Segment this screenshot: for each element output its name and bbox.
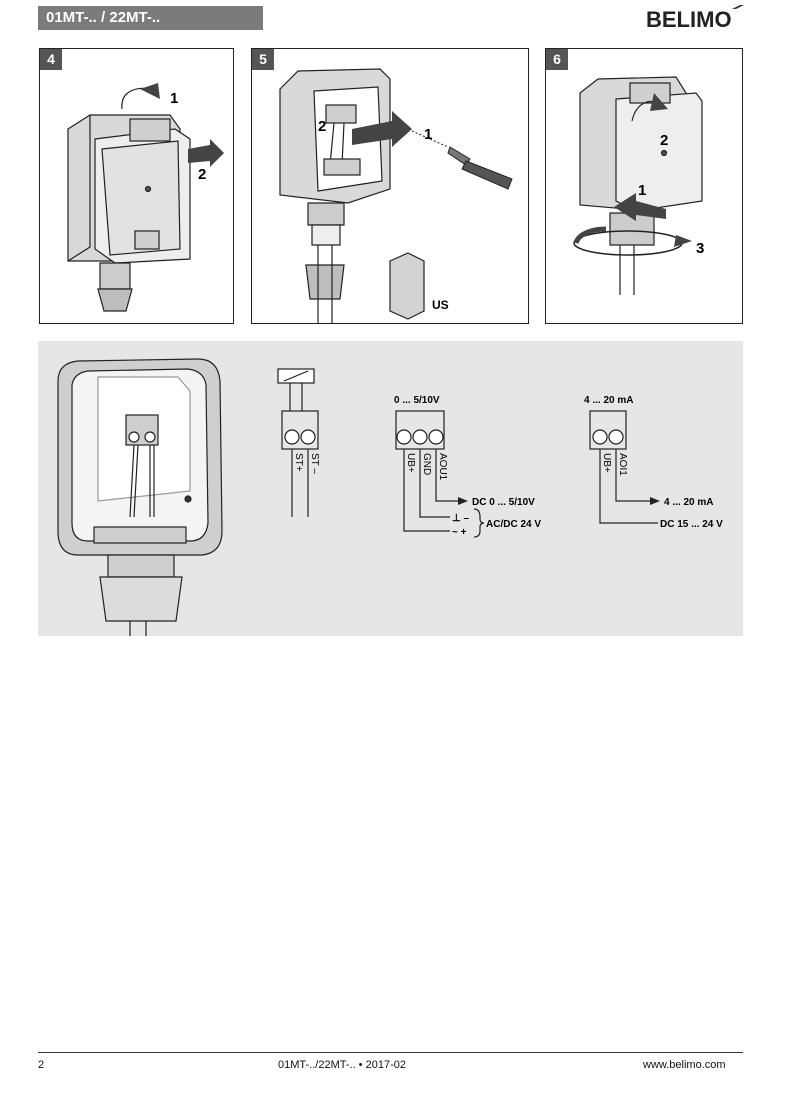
current-supply-label: DC 15 ... 24 V [660, 519, 723, 530]
brand-name: BELIMO [646, 7, 732, 32]
step-6-illustration: 2 1 3 [573, 76, 704, 295]
voltage-supply-label: AC/DC 24 V [486, 519, 541, 530]
footer-divider [38, 1052, 743, 1053]
document-title-tab: 01MT-.. / 22MT-.. [38, 6, 263, 30]
callout-2: 2 [660, 132, 668, 149]
callout-1: 1 [424, 126, 432, 143]
supply-plus-label: ~ + [452, 527, 467, 538]
passive-sensor-connector [277, 368, 319, 517]
supply-minus-label: ⊥ – [452, 513, 469, 524]
voltage-range-label: 0 ... 5/10V [394, 395, 440, 406]
step-6-panel: 6 2 1 3 [545, 48, 743, 324]
page-number: 2 [38, 1059, 45, 1071]
current-range-label: 4 ... 20 mA [584, 395, 633, 406]
document-reference: 01MT-../22MT-.. • 2017-02 [278, 1059, 406, 1071]
step-number: 5 [252, 49, 274, 70]
belimo-logo: BELIMO [646, 5, 744, 32]
housing-interior-view [57, 358, 223, 636]
step-number: 4 [40, 49, 62, 70]
terminal-st-minus: ST – [309, 453, 320, 474]
step-4-illustration: 1 2 [67, 83, 224, 312]
terminal-ub-plus: UB+ [405, 453, 416, 473]
voltage-output-label: DC 0 ... 5/10V [472, 497, 535, 508]
step-4-panel: 4 1 2 [39, 48, 234, 324]
wiring-diagram-section: ST+ ST – 0 ... 5/10V UB+ GND AOU1 DC 0 .… [38, 341, 743, 636]
current-output-connector [589, 410, 658, 524]
callout-3: 3 [696, 240, 704, 257]
callout-2: 2 [318, 118, 326, 135]
step-5-illustration: 1 2 US [279, 68, 513, 323]
website-link[interactable]: www.belimo.com [643, 1059, 726, 1071]
document-title: 01MT-.. / 22MT-.. [46, 9, 161, 26]
callout-1: 1 [170, 90, 178, 107]
current-output-label: 4 ... 20 mA [664, 497, 713, 508]
terminal-aou1: AOU1 [437, 453, 448, 481]
terminal-ub-plus: UB+ [601, 453, 612, 473]
voltage-output-connector [395, 410, 485, 538]
step-number: 6 [546, 49, 568, 70]
terminal-st-plus: ST+ [293, 453, 304, 472]
step-5-panel: 5 1 2 US [251, 48, 529, 324]
terminal-gnd: GND [421, 453, 432, 475]
us-label: US [432, 298, 449, 312]
wiring-diagrams: ST+ ST – 0 ... 5/10V UB+ GND AOU1 DC 0 .… [57, 358, 723, 636]
terminal-aoi1: AOI1 [617, 453, 628, 476]
callout-1: 1 [638, 182, 646, 199]
callout-2: 2 [198, 166, 206, 183]
